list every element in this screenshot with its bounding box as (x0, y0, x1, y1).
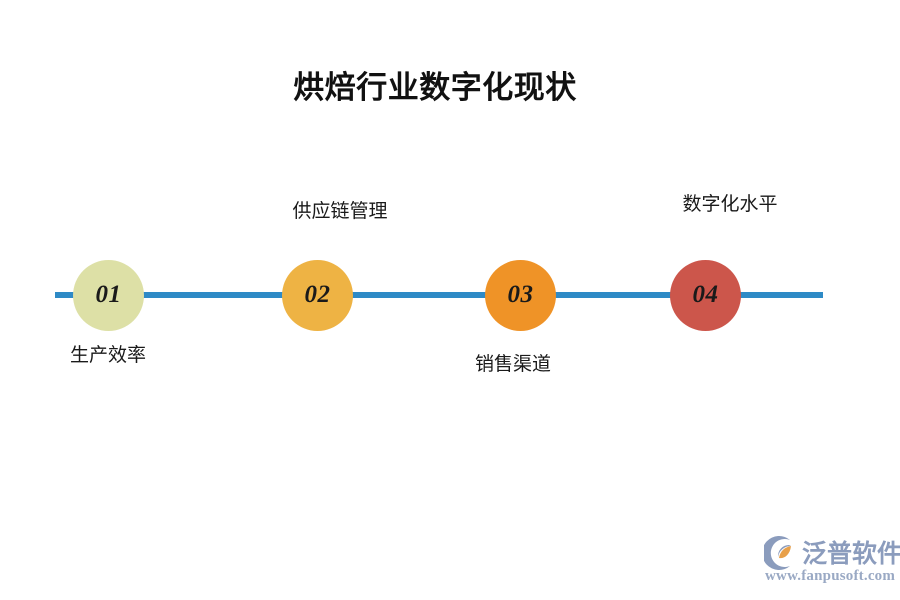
timeline-node-02[interactable]: 02 (282, 260, 353, 331)
timeline-node-03[interactable]: 03 (485, 260, 556, 331)
watermark: 泛普软件 www.fanpusoft.com (762, 534, 900, 590)
page-title: 烘焙行业数字化现状 (293, 70, 577, 105)
fanpu-logo-icon (762, 536, 798, 570)
watermark-url: www.fanpusoft.com (765, 568, 896, 584)
timeline-label-02: 供应链管理 (292, 201, 388, 222)
timeline-node-01[interactable]: 01 (73, 260, 144, 331)
timeline-node-number: 02 (304, 280, 331, 308)
timeline-node-number: 01 (95, 280, 122, 308)
timeline-node-04[interactable]: 04 (670, 260, 741, 331)
timeline-label-03: 销售渠道 (474, 354, 551, 375)
timeline-label-04: 数字化水平 (682, 194, 778, 215)
timeline-node-number: 04 (692, 280, 719, 308)
timeline-axis (55, 292, 823, 298)
timeline-label-01: 生产效率 (69, 345, 146, 366)
timeline-node-number: 03 (507, 280, 534, 308)
watermark-brand: 泛普软件 (802, 540, 900, 568)
